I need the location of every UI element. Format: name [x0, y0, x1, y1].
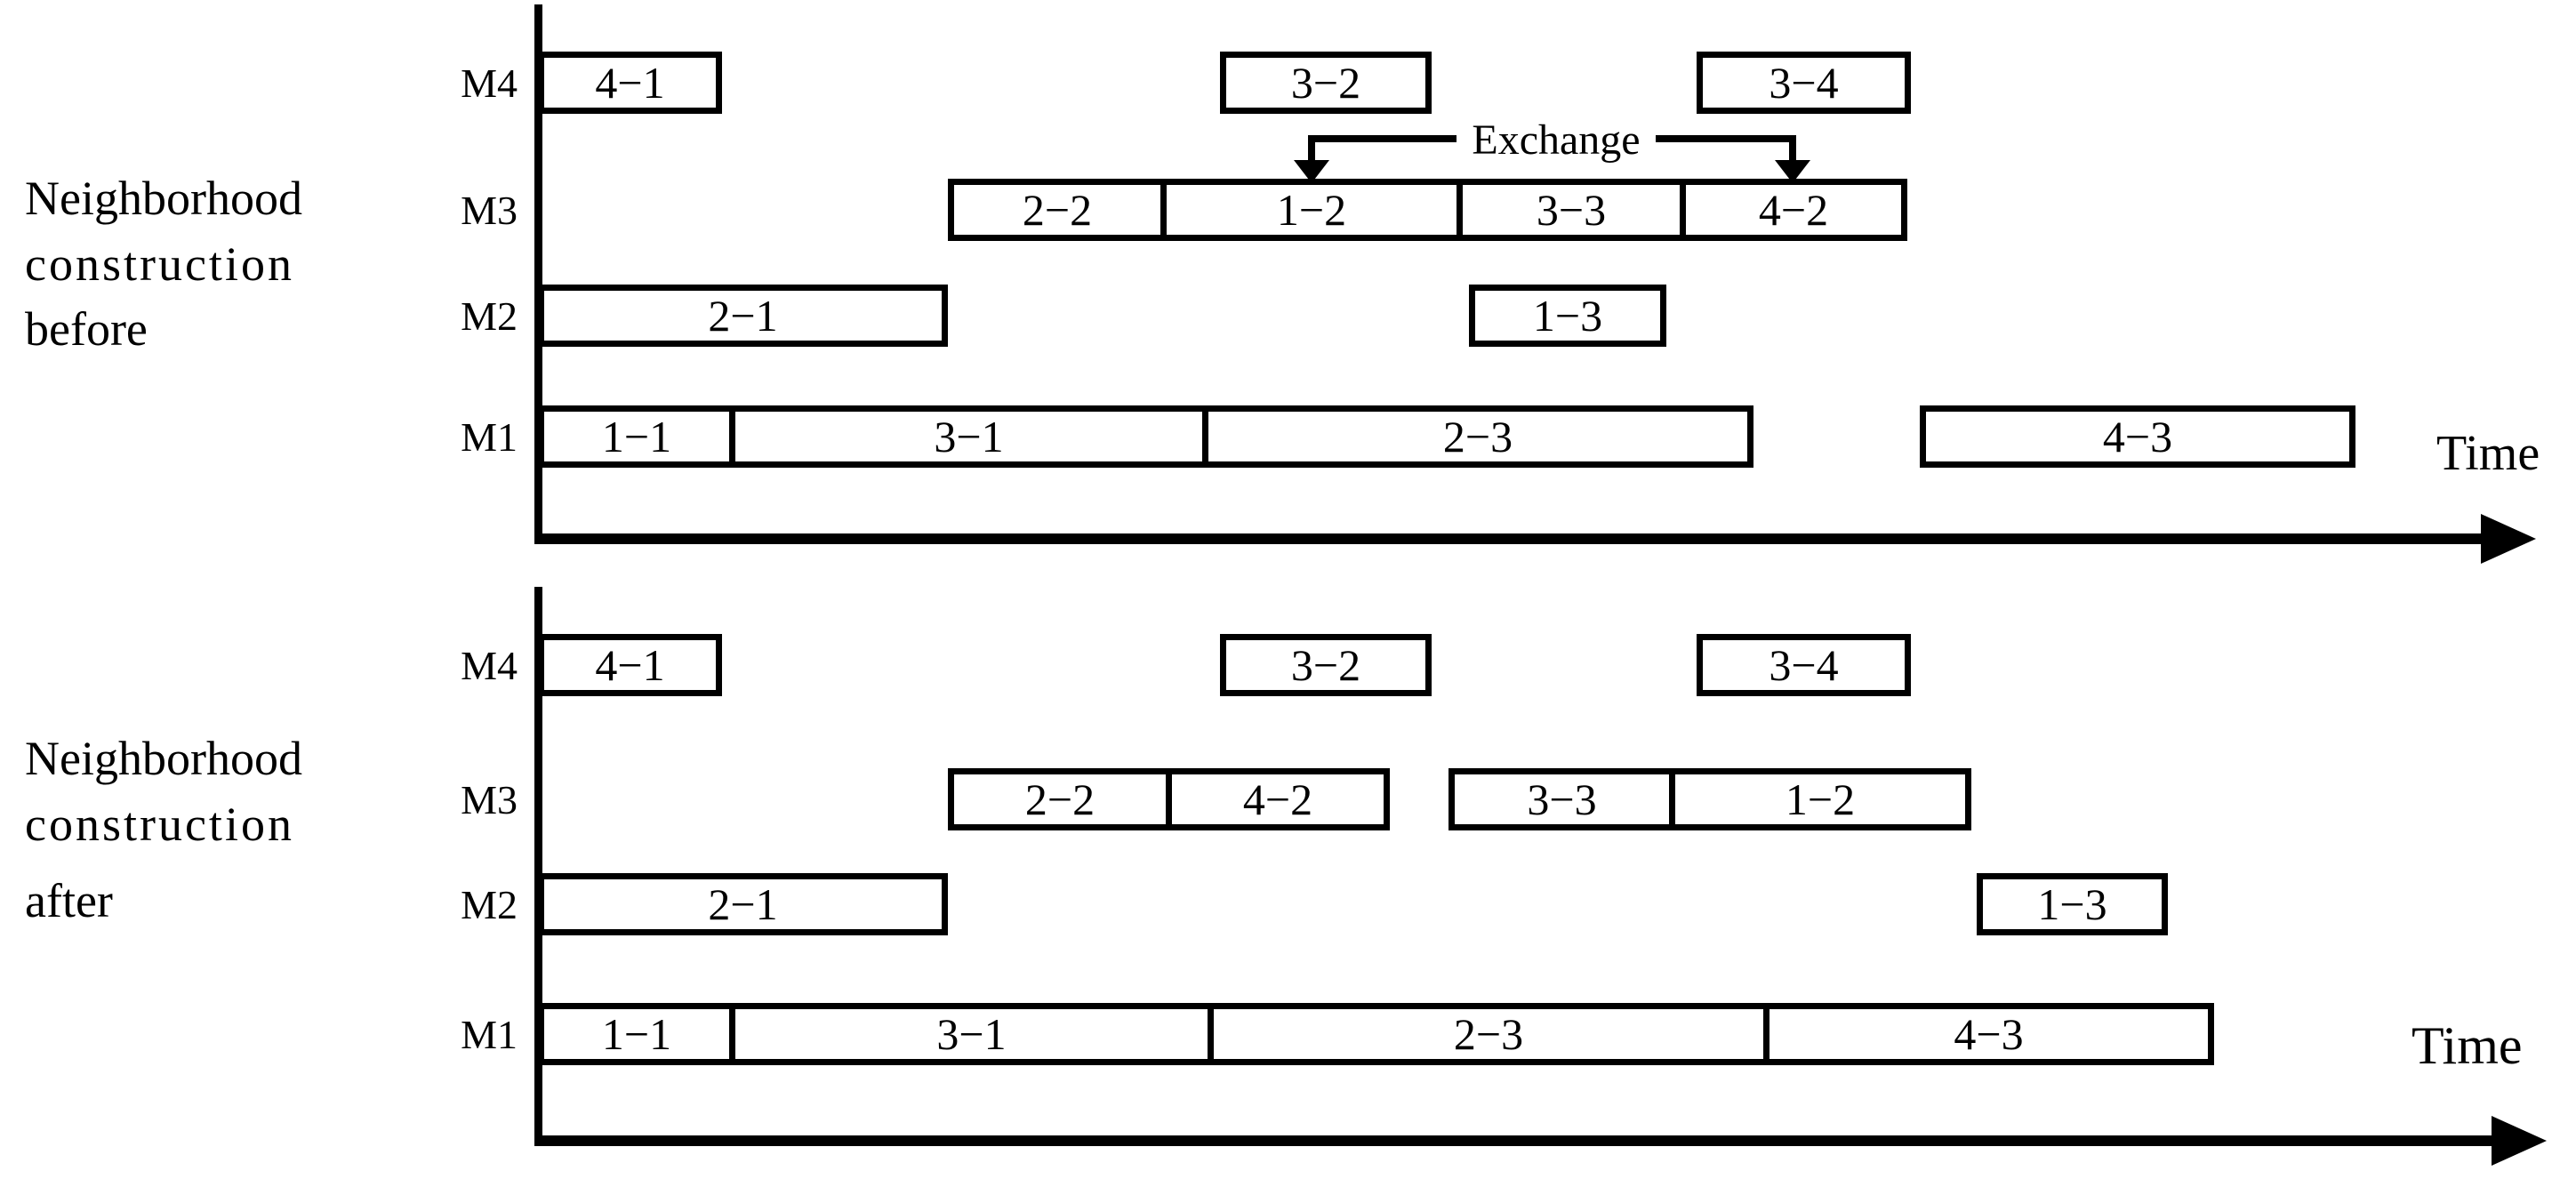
- op-box: 2−1: [538, 285, 948, 347]
- exchange-connector-right: [1652, 135, 1796, 142]
- time-axis-vertical: [534, 587, 542, 1146]
- exchange-connector-left: [1308, 135, 1461, 142]
- machine-label: M2: [461, 293, 518, 339]
- op-label: 4−3: [2102, 412, 2173, 461]
- op-box: 2−2: [948, 179, 1167, 241]
- op-label: 2−3: [1453, 1009, 1524, 1059]
- op-box: 2−3: [1208, 1003, 1769, 1065]
- machine-label: M4: [461, 60, 518, 106]
- chart-title-line: after: [25, 874, 113, 927]
- op-box: 1−2: [1669, 768, 1971, 830]
- time-axis-label: Time: [2411, 1016, 2523, 1075]
- op-box: 3−2: [1220, 634, 1432, 696]
- arrow-down-icon: [1294, 160, 1329, 183]
- op-label: 4−1: [595, 58, 665, 108]
- machine-label: M3: [461, 776, 518, 822]
- op-label: 1−1: [601, 1009, 672, 1059]
- op-label: 2−1: [708, 879, 778, 929]
- op-box: 3−1: [729, 1003, 1214, 1065]
- machine-label: M3: [461, 187, 518, 233]
- op-label: 2−2: [1024, 774, 1095, 824]
- chart-title-line: Neighborhood: [25, 172, 302, 225]
- op-box: 2−3: [1202, 405, 1753, 468]
- op-box: 2−1: [538, 873, 948, 935]
- op-label: 1−2: [1785, 774, 1856, 824]
- op-label: 2−2: [1022, 185, 1093, 235]
- time-axis-horizontal: [534, 533, 2483, 544]
- op-box: 2−2: [948, 768, 1172, 830]
- op-box: 4−1: [538, 634, 722, 696]
- exchange-connector-left-drop: [1308, 135, 1315, 165]
- chart-title-line: construction: [25, 237, 294, 291]
- op-box: 3−4: [1697, 52, 1911, 114]
- machine-label: M2: [461, 881, 518, 927]
- op-box: 4−3: [1763, 1003, 2214, 1065]
- exchange-connector-right-drop: [1789, 135, 1796, 165]
- exchange-label: Exchange: [1457, 116, 1656, 164]
- chart-title-line: before: [25, 302, 148, 356]
- op-box: 4−3: [1920, 405, 2355, 468]
- machine-label: M1: [461, 413, 518, 460]
- chart-title-line: Neighborhood: [25, 732, 302, 785]
- op-label: 1−1: [601, 412, 672, 461]
- op-label: 4−2: [1758, 185, 1829, 235]
- op-label: 1−2: [1276, 185, 1347, 235]
- op-box: 1−2: [1160, 179, 1463, 241]
- op-label: 3−1: [934, 412, 1004, 461]
- op-label: 4−1: [595, 640, 665, 690]
- arrow-down-icon: [1775, 160, 1810, 183]
- chart-title-line: construction: [25, 798, 294, 851]
- op-box: 1−3: [1977, 873, 2168, 935]
- op-box: 1−1: [538, 405, 735, 468]
- time-axis-horizontal: [534, 1135, 2493, 1146]
- op-label: 3−2: [1290, 58, 1361, 108]
- op-label: 4−3: [1954, 1009, 2024, 1059]
- op-label: 3−3: [1527, 774, 1597, 824]
- op-box: 3−4: [1697, 634, 1911, 696]
- op-label: 3−3: [1536, 185, 1607, 235]
- op-label: 1−3: [1532, 291, 1603, 341]
- machine-label: M1: [461, 1011, 518, 1057]
- op-label: 2−1: [708, 291, 778, 341]
- op-label: 4−2: [1242, 774, 1313, 824]
- op-box: 3−2: [1220, 52, 1432, 114]
- op-box: 3−1: [729, 405, 1208, 468]
- op-box: 4−1: [538, 52, 722, 114]
- op-label: 3−1: [936, 1009, 1007, 1059]
- op-label: 3−2: [1290, 640, 1361, 690]
- op-box: 4−2: [1166, 768, 1390, 830]
- op-box: 3−3: [1448, 768, 1675, 830]
- op-box: 4−2: [1680, 179, 1907, 241]
- op-box: 1−1: [538, 1003, 735, 1065]
- op-box: 3−3: [1457, 179, 1686, 241]
- machine-label: M4: [461, 642, 518, 688]
- op-label: 3−4: [1769, 640, 1839, 690]
- time-axis-vertical: [534, 4, 542, 544]
- op-box: 1−3: [1469, 285, 1666, 347]
- axis-arrowhead-icon: [2492, 1116, 2547, 1166]
- op-label: 2−3: [1442, 412, 1513, 461]
- op-label: 1−3: [2037, 879, 2107, 929]
- op-label: 3−4: [1769, 58, 1839, 108]
- time-axis-label: Time: [2436, 426, 2540, 481]
- axis-arrowhead-icon: [2481, 514, 2536, 564]
